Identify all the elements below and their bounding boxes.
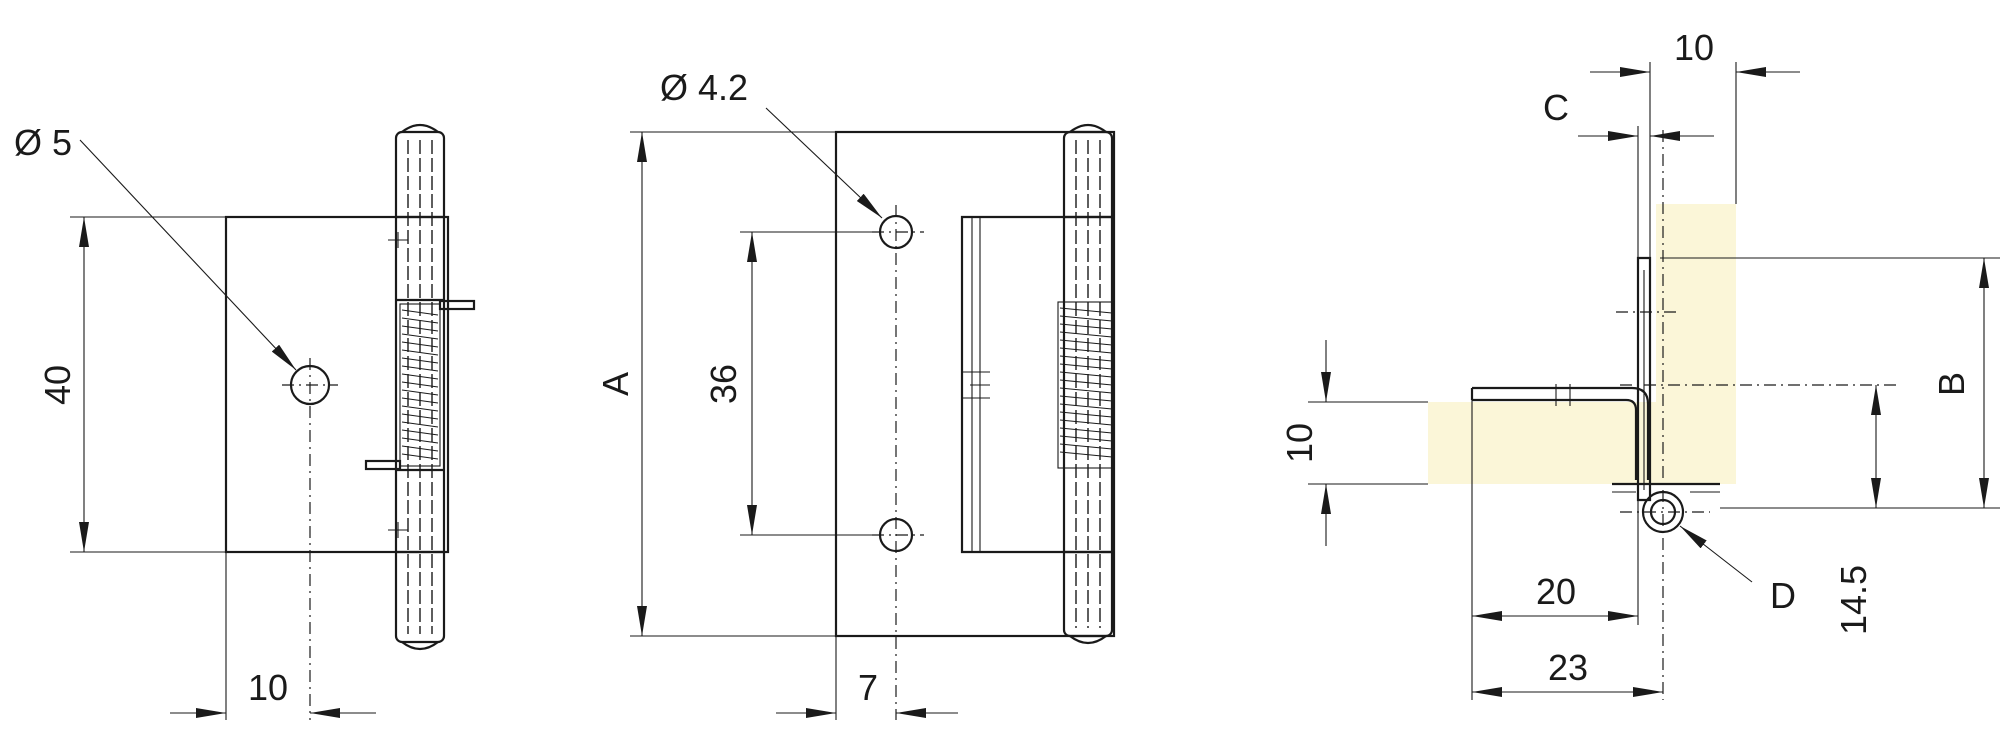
- rear-window-cutout: [960, 215, 1114, 554]
- rear-hole-diameter-label: Ø 4.2: [660, 67, 748, 108]
- section-vertical-leaf: [1636, 256, 1652, 502]
- wood-panel-vertical: [1656, 204, 1736, 484]
- rear-spring: [1057, 301, 1115, 469]
- front-height-dim-label: 40: [37, 365, 78, 405]
- section-d-label: D: [1770, 575, 1796, 616]
- spring-tab-top: [438, 299, 476, 311]
- rear-overall-height-label: A: [595, 372, 636, 396]
- front-offset-dim-label: 10: [248, 667, 288, 708]
- rear-view: Ø 4.2 A 36 7: [595, 67, 1116, 720]
- rear-plate: [834, 130, 1116, 638]
- front-knuckle: [394, 130, 446, 644]
- section-c-label: C: [1543, 87, 1569, 128]
- section-leaf-width-label: 20: [1536, 571, 1576, 612]
- rear-hole-spacing-label: 36: [703, 364, 744, 404]
- front-leaf-plate: [224, 215, 450, 554]
- section-pin-offset-label: 14.5: [1833, 565, 1874, 635]
- section-view: 10 C B 14.5 10 D 20 23: [1279, 27, 2000, 700]
- wood-panel-horizontal: [1428, 402, 1666, 484]
- front-spring: [399, 303, 441, 467]
- section-thickness-label: 10: [1279, 423, 1320, 463]
- rear-knuckle: [1062, 130, 1114, 638]
- spring-tab-bottom: [364, 459, 402, 471]
- section-horizontal-leaf: [1472, 386, 1650, 480]
- section-overall-width-label: 23: [1548, 647, 1588, 688]
- section-top-width-label: 10: [1674, 27, 1714, 68]
- front-hole-diameter-label: Ø 5: [14, 122, 72, 163]
- section-b-label: B: [1931, 372, 1972, 396]
- front-view: Ø 5 40 10: [14, 122, 476, 720]
- rear-offset-dim-label: 7: [858, 667, 878, 708]
